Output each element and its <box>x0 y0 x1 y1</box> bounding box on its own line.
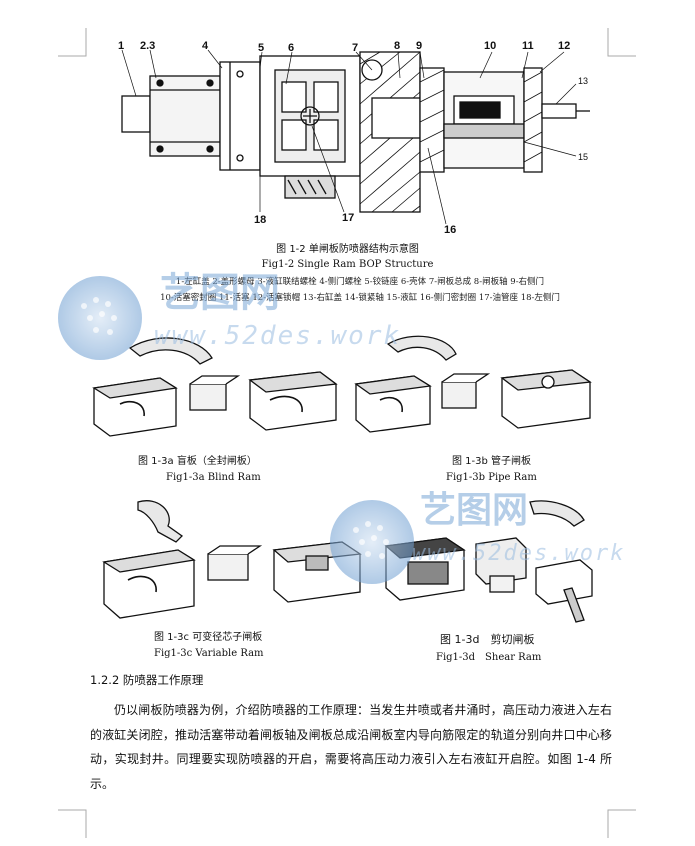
callout-15: 15 <box>578 152 589 162</box>
callout-6: 6 <box>288 42 295 54</box>
variable-ram-drawing <box>102 500 362 619</box>
fig1-3c-caption-cn: 图 1-3c 可变径芯子闸板 <box>154 632 263 643</box>
fig1-3a-caption-en: Fig1-3a Blind Ram <box>166 472 261 483</box>
callout-10: 10 <box>484 40 497 52</box>
bop-structure-drawing <box>121 49 590 225</box>
callout-11: 11 <box>522 40 534 52</box>
fig1-3a-caption-cn: 图 1-3a 盲板（全封闸板） <box>138 456 257 467</box>
fig1-3d-caption-en: Fig1-3d Shear Ram <box>436 652 542 663</box>
fig1-2-legend-line-2: 10-活塞密封圈 11-活塞 12-活塞锁帽 13-右缸盖 14-锁紧轴 15-… <box>160 293 560 303</box>
callout-9: 9 <box>416 40 423 52</box>
callout-1: 1 <box>118 40 125 52</box>
callout-7: 7 <box>352 42 359 54</box>
shear-ram-drawing <box>384 500 593 623</box>
fig1-2-caption-en: Fig1-2 Single Ram BOP Structure <box>261 259 434 270</box>
fig1-2-legend-line-1: 1-左缸盖 2-盖形螺母 3-液缸联结螺栓 4-侧门螺栓 5-铰链座 6-壳体 … <box>175 277 545 287</box>
section-paragraph: 仍以闸板防喷器为例，介绍防喷器的工作原理：当发生井喷或者井涌时，高压动力液进入左… <box>90 703 612 791</box>
fig1-2-caption-cn: 图 1-2 单闸板防喷器结构示意图 <box>276 244 419 255</box>
crop-mark-top-left <box>58 28 87 57</box>
pipe-ram-drawing <box>354 335 592 433</box>
callout-4: 4 <box>202 40 209 52</box>
section-heading: 1.2.2 防喷器工作原理 <box>90 673 204 687</box>
fig1-3b-caption-cn: 图 1-3b 管子闸板 <box>452 456 532 467</box>
callout-2-3: 2.3 <box>140 40 156 52</box>
callout-12: 12 <box>558 40 571 52</box>
callout-5: 5 <box>258 42 265 54</box>
fig1-3d-caption-cn: 图 1-3d 剪切闸板 <box>440 633 535 646</box>
crop-mark-top-right <box>607 28 636 57</box>
crop-mark-bottom-left <box>58 809 87 838</box>
crop-mark-bottom-right <box>607 809 636 838</box>
fig1-3b-caption-en: Fig1-3b Pipe Ram <box>446 472 537 483</box>
blind-ram-drawing <box>92 337 338 437</box>
callout-16: 16 <box>444 224 457 236</box>
fig1-3c-caption-en: Fig1-3c Variable Ram <box>154 648 264 659</box>
callout-13: 13 <box>578 76 589 86</box>
callout-8: 8 <box>394 40 401 52</box>
callout-17: 17 <box>342 212 355 224</box>
callout-18: 18 <box>254 214 267 226</box>
